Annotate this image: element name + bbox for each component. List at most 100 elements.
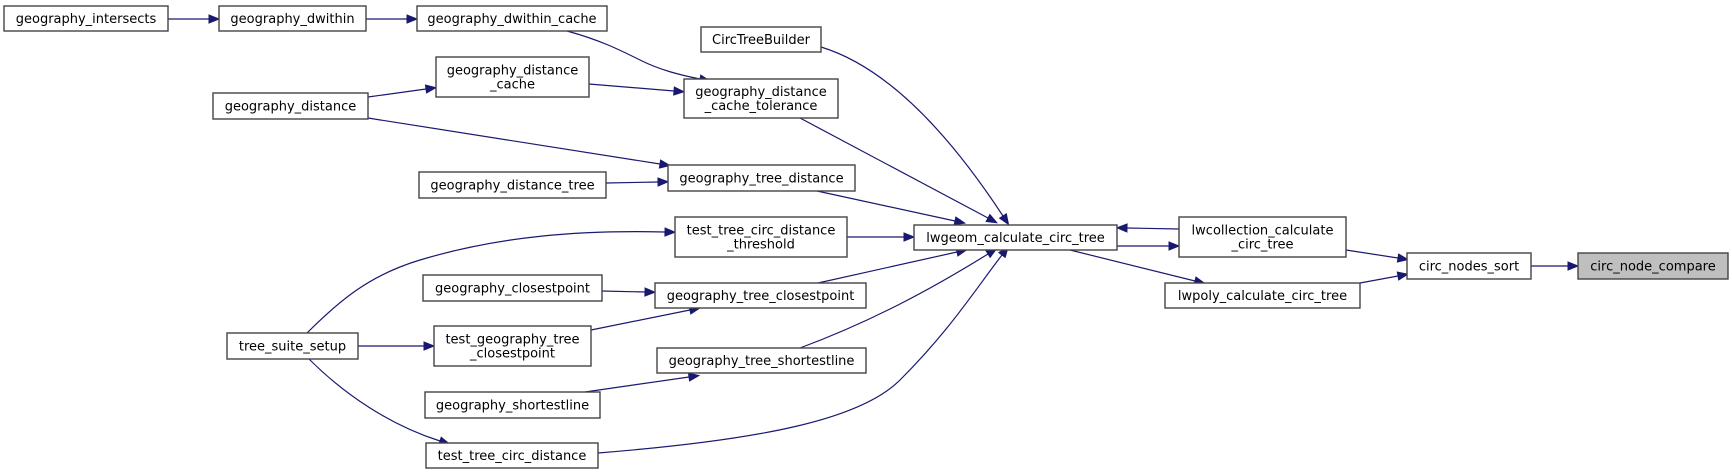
edge-test_tree_circ_distance_threshold-to-lwgeom_calculate_circ_tree xyxy=(847,232,916,242)
node-box xyxy=(667,164,856,192)
node-label: lwgeom_calculate_circ_tree xyxy=(926,231,1105,246)
node-label: geography_tree_distance xyxy=(679,172,843,187)
edge-geography_shortestline-to-geography_tree_shortestline xyxy=(584,372,701,393)
arrowhead-icon xyxy=(953,216,967,226)
arrowhead-icon xyxy=(424,84,438,94)
node-box xyxy=(424,391,601,419)
node-geography_closestpoint[interactable]: geography_closestpoint xyxy=(422,274,603,302)
node-label: geography_distance xyxy=(695,85,827,100)
node-test_tree_circ_distance[interactable]: test_tree_circ_distance xyxy=(425,442,599,469)
edge-geography_tree_distance-to-lwgeom_calculate_circ_tree xyxy=(816,190,967,226)
edge-geography_dwithin-to-geography_dwithin_cache xyxy=(366,14,419,24)
edge-lwgeom_calculate_circ_tree-to-lwcollection_calculate_circ_tree xyxy=(1117,241,1181,251)
node-circ_nodes_sort[interactable]: circ_nodes_sort xyxy=(1406,252,1532,280)
arrowhead-icon xyxy=(673,86,686,96)
edge-line xyxy=(588,83,675,92)
node-geography_dwithin_cache[interactable]: geography_dwithin_cache xyxy=(416,5,608,32)
edge-tree_suite_setup-to-test_tree_circ_distance_threshold xyxy=(306,227,677,334)
node-geography_tree_distance[interactable]: geography_tree_distance xyxy=(667,164,856,192)
edge-line xyxy=(306,231,666,334)
edge-lwpoly_calculate_circ_tree-to-circ_nodes_sort xyxy=(1359,271,1410,284)
edge-line xyxy=(799,117,989,219)
edge-line xyxy=(590,309,691,331)
node-box xyxy=(913,224,1118,251)
node-label: geography_tree_shortestline xyxy=(669,354,855,369)
node-label: _closestpoint xyxy=(469,347,555,362)
node-box xyxy=(422,274,603,302)
edge-lwcollection_calculate_circ_tree-to-lwgeom_calculate_circ_tree xyxy=(1115,223,1180,233)
node-box xyxy=(418,171,607,199)
node-geography_distance_cache[interactable]: geography_distance_cache xyxy=(435,56,590,98)
arrowhead-icon xyxy=(1115,223,1128,233)
edge-geography_distance-to-geography_tree_distance xyxy=(367,117,672,169)
edge-geography_closestpoint-to-geography_tree_closestpoint xyxy=(601,287,657,297)
node-label: geography_distance xyxy=(225,100,357,115)
edge-geography_intersects-to-geography_dwithin xyxy=(168,14,221,24)
edge-lwcollection_calculate_circ_tree-to-circ_nodes_sort xyxy=(1345,249,1410,263)
node-label: geography_intersects xyxy=(16,12,157,27)
node-test_geography_tree_closestpoint[interactable]: test_geography_tree_closestpoint xyxy=(433,325,592,367)
node-box xyxy=(1577,252,1729,280)
node-geography_dwithin[interactable]: geography_dwithin xyxy=(218,5,367,32)
edge-geography_distance_tree-to-geography_tree_distance xyxy=(605,177,670,187)
node-lwpoly_calculate_circ_tree[interactable]: lwpoly_calculate_circ_tree xyxy=(1164,282,1361,309)
edge-circ_nodes_sort-to-circ_node_compare xyxy=(1531,261,1580,271)
arrowhead-icon xyxy=(658,159,672,169)
edge-line xyxy=(816,190,956,222)
arrowhead-icon xyxy=(998,212,1010,226)
node-lwcollection_calculate_circ_tree[interactable]: lwcollection_calculate_circ_tree xyxy=(1178,216,1347,258)
node-box xyxy=(416,5,608,32)
edge-line xyxy=(1345,249,1399,259)
node-label: geography_distance xyxy=(447,64,579,79)
arrowhead-icon xyxy=(208,14,221,24)
edge-line xyxy=(367,117,661,165)
node-CircTreeBuilder[interactable]: CircTreeBuilder xyxy=(700,26,822,53)
node-label: test_tree_circ_distance xyxy=(438,449,587,464)
node-box xyxy=(1406,252,1532,280)
node-box xyxy=(1178,216,1347,258)
edge-line xyxy=(605,181,659,184)
node-geography_distance_cache_tolerance[interactable]: geography_distance_cache_tolerance xyxy=(683,78,839,119)
node-tree_suite_setup[interactable]: tree_suite_setup xyxy=(226,332,359,360)
node-geography_intersects[interactable]: geography_intersects xyxy=(3,5,169,32)
node-box xyxy=(212,92,369,120)
node-label: _cache_tolerance xyxy=(704,99,818,114)
node-test_tree_circ_distance_threshold[interactable]: test_tree_circ_distance_threshold xyxy=(674,216,848,258)
node-label: CircTreeBuilder xyxy=(712,33,811,48)
node-label: _threshold xyxy=(726,238,795,253)
arrowhead-icon xyxy=(903,232,916,242)
arrowhead-icon xyxy=(1567,261,1580,271)
edge-line xyxy=(308,358,441,442)
node-label: geography_dwithin_cache xyxy=(427,12,596,27)
node-box xyxy=(433,325,592,367)
node-label: geography_closestpoint xyxy=(435,282,590,297)
node-lwgeom_calculate_circ_tree[interactable]: lwgeom_calculate_circ_tree xyxy=(913,224,1118,251)
arrowhead-icon xyxy=(644,287,657,297)
edge-line xyxy=(584,376,690,393)
node-geography_distance_tree[interactable]: geography_distance_tree xyxy=(418,171,607,199)
node-geography_tree_closestpoint[interactable]: geography_tree_closestpoint xyxy=(654,282,867,309)
node-box xyxy=(3,5,169,32)
node-geography_tree_shortestline[interactable]: geography_tree_shortestline xyxy=(656,347,867,374)
node-box xyxy=(656,347,867,374)
edge-geography_distance-to-geography_distance_cache xyxy=(367,84,438,98)
edge-line xyxy=(1126,227,1180,230)
node-geography_distance[interactable]: geography_distance xyxy=(212,92,369,120)
node-geography_shortestline[interactable]: geography_shortestline xyxy=(424,391,601,419)
edge-line xyxy=(566,30,701,80)
node-label: circ_node_compare xyxy=(1590,260,1715,275)
node-label: _circ_tree xyxy=(1230,238,1293,253)
edge-line xyxy=(799,253,989,349)
node-label: test_tree_circ_distance xyxy=(687,224,836,239)
node-label: lwcollection_calculate xyxy=(1192,224,1334,239)
edge-line xyxy=(601,290,646,293)
arrowhead-icon xyxy=(1168,241,1181,251)
node-label: geography_shortestline xyxy=(436,399,589,414)
node-box xyxy=(425,442,599,469)
arrowhead-icon xyxy=(406,14,419,24)
edge-line xyxy=(597,254,1003,454)
node-label: circ_nodes_sort xyxy=(1419,260,1519,275)
arrowhead-icon xyxy=(1396,253,1410,263)
